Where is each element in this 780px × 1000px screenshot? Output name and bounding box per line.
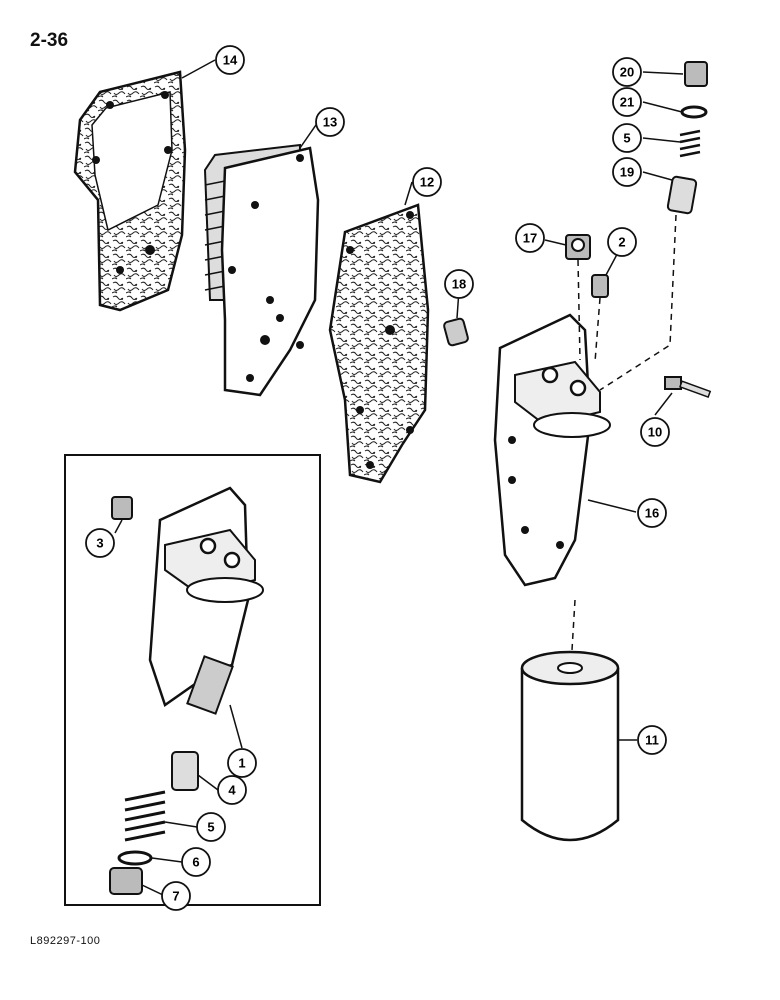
spring-5-upper: [679, 129, 701, 158]
svg-text:21: 21: [620, 95, 634, 110]
svg-text:20: 20: [620, 65, 634, 80]
callout-2: 2: [607, 227, 637, 257]
callout-21: 21: [612, 87, 642, 117]
callout-14: 14: [215, 45, 245, 75]
washer-21: [680, 105, 708, 119]
callout-20: 20: [612, 57, 642, 87]
washer-6: [117, 850, 153, 866]
svg-text:1: 1: [238, 756, 245, 771]
svg-text:16: 16: [645, 506, 659, 521]
callout-13: 13: [315, 107, 345, 137]
callout-5-lower: 5: [196, 812, 226, 842]
callout-18: 18: [444, 269, 474, 299]
svg-text:12: 12: [420, 175, 434, 190]
callout-17: 17: [515, 223, 545, 253]
valve-19: [666, 175, 698, 215]
svg-text:5: 5: [207, 820, 214, 835]
plug-18: [443, 317, 469, 347]
svg-text:10: 10: [648, 425, 662, 440]
svg-text:2: 2: [618, 235, 625, 250]
svg-text:17: 17: [523, 231, 537, 246]
plug-3: [111, 496, 133, 520]
callout-4: 4: [217, 775, 247, 805]
svg-text:5: 5: [623, 131, 630, 146]
oil-cooler-13: [203, 143, 320, 397]
fitting-17: [565, 234, 591, 260]
callout-10: 10: [640, 417, 670, 447]
svg-text:14: 14: [223, 53, 238, 68]
callout-5-upper: 5: [612, 123, 642, 153]
oil-filter-11: [520, 650, 620, 842]
svg-text:11: 11: [645, 733, 659, 748]
valve-4: [171, 751, 199, 791]
svg-text:7: 7: [172, 889, 179, 904]
svg-text:4: 4: [228, 783, 236, 798]
svg-text:19: 19: [620, 165, 634, 180]
svg-text:3: 3: [96, 536, 103, 551]
callout-3: 3: [85, 528, 115, 558]
bolt-10: [664, 376, 712, 399]
plug-7: [109, 867, 143, 895]
callout-6: 6: [181, 847, 211, 877]
callout-19: 19: [612, 157, 642, 187]
svg-text:18: 18: [452, 277, 466, 292]
filter-head-16: [493, 313, 611, 587]
plug-20: [684, 61, 708, 87]
assembly-lines: [571, 214, 677, 651]
callout-12: 12: [412, 167, 442, 197]
gasket-14: [73, 70, 187, 312]
inset-box: [64, 454, 321, 906]
callout-1: 1: [227, 748, 257, 778]
gasket-12: [328, 203, 430, 484]
figure-code: L892297-100: [30, 935, 101, 947]
svg-text:6: 6: [192, 855, 199, 870]
callout-7: 7: [161, 881, 191, 911]
spring-5-lower: [124, 790, 166, 842]
callout-16: 16: [637, 498, 667, 528]
plug-2: [591, 274, 609, 298]
page-number: 2-36: [30, 30, 69, 51]
svg-text:13: 13: [323, 115, 337, 130]
callout-11: 11: [637, 725, 667, 755]
